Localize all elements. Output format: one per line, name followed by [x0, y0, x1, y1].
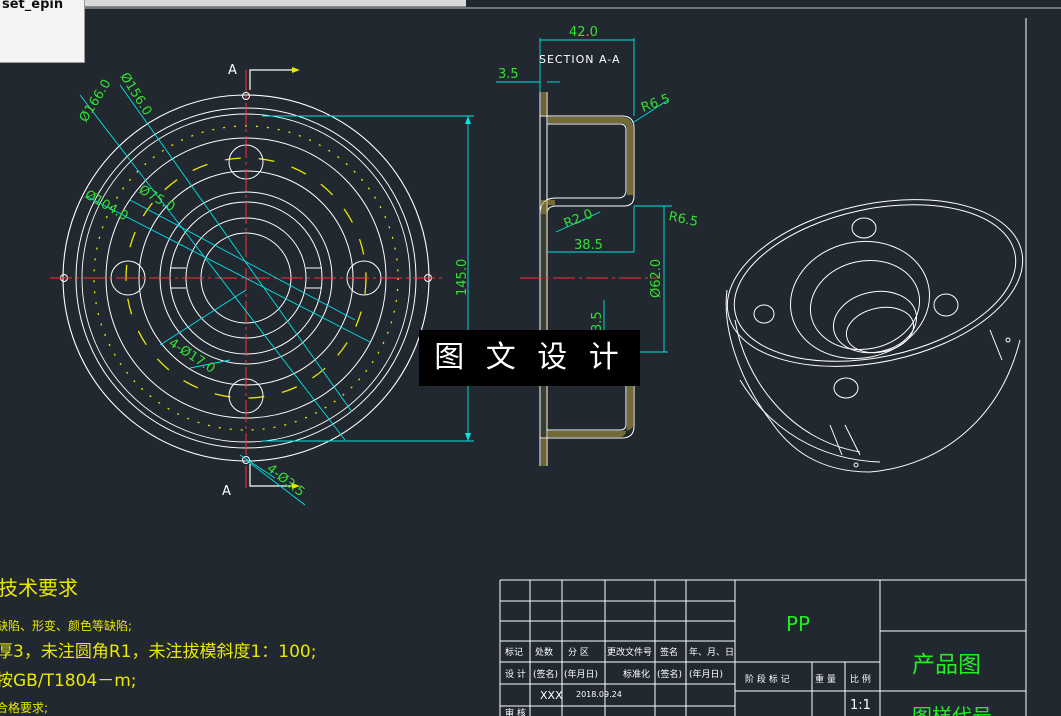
tb-product: 产品图: [912, 652, 981, 678]
notes-line-4: 合格要求;: [0, 700, 48, 715]
tb-row2-col2: (签名): [533, 668, 558, 680]
tb-row1-col2: 处数: [535, 646, 553, 658]
section-title: SECTION A-A: [539, 53, 621, 66]
tb-row2-col3: (年月日): [564, 668, 598, 680]
notes-line-3: 按GB/T1804－m;: [0, 671, 137, 691]
dim-holes35: 4-Ø3.5: [264, 461, 308, 500]
dim-r65b: R6.5: [667, 209, 699, 230]
layout-tab-panel[interactable]: set_epin: [0, 0, 85, 63]
dim-d156: Ø156.0: [117, 70, 155, 118]
tb-scale: 1:1: [850, 698, 871, 713]
tb-row2-col6: (年月日): [689, 668, 723, 680]
tb-review: 审 核: [505, 707, 526, 716]
tb-row1-col5: 签名: [660, 646, 678, 658]
tb-row1-col4: 更改文件号: [607, 646, 652, 658]
section-view: [496, 38, 672, 466]
toolbar-strip[interactable]: [84, 0, 466, 7]
dim-w385: 38.5: [574, 238, 603, 253]
notes-line-1: 缺陷、形变、颜色等缺陷;: [0, 618, 132, 633]
dim-t35: 3.5: [498, 67, 519, 82]
tb-row2-col1: 设 计: [505, 668, 526, 680]
dim-d62: Ø62.0: [649, 259, 664, 298]
dim-v35: 3.5: [590, 311, 605, 332]
front-view: [50, 67, 474, 506]
isometric-view: [725, 199, 1024, 473]
dim-r65a: R6.5: [639, 91, 672, 115]
tb-weight-label: 重 量: [815, 673, 836, 685]
dim-h145: 145.0: [455, 259, 470, 296]
tb-date: 2018.09.24: [576, 690, 622, 699]
tb-row1-col6: 年、月、日: [689, 646, 734, 658]
dim-d166: Ø166.0: [77, 77, 115, 125]
notes-title: 技术要求: [0, 576, 78, 600]
tb-stage-label: 阶 段 标 记: [745, 673, 790, 685]
tb-row2-col4: 标准化: [623, 668, 650, 680]
dim-r2: R2.0: [562, 207, 595, 232]
title-block-grid: [499, 579, 1026, 716]
tb-row1-col3: 分 区: [568, 647, 589, 658]
layout-tab-label[interactable]: set_epin: [2, 0, 64, 12]
watermark-banner: 图 文 设 计: [419, 330, 640, 386]
dim-d75: Ø75.0: [136, 182, 177, 215]
tb-material: PP: [786, 612, 810, 636]
notes-line-2: 厚3，未注圆角R1，未注拔模斜度1：100;: [0, 642, 316, 662]
section-mark-bottom: A: [222, 484, 231, 499]
dim-w42: 42.0: [569, 25, 598, 40]
tb-row1-col1: 标记: [505, 646, 523, 658]
tb-ratio-label: 比 例: [850, 673, 871, 685]
dim-d104: Ø104.0: [82, 187, 131, 224]
section-mark-top: A: [228, 63, 237, 78]
tb-row2-col5: (签名): [657, 668, 682, 680]
tb-designer: XXX: [540, 689, 563, 702]
tb-drawing-no: 图样代号: [912, 704, 992, 716]
